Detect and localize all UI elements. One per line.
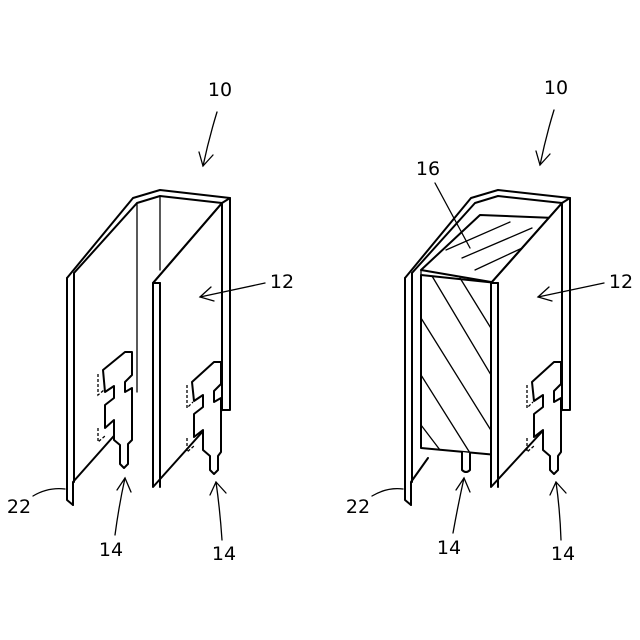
right-view: 10 16 12 14 14 22 (346, 77, 633, 565)
right-label-12: 12 (609, 271, 633, 293)
right-leader-22 (372, 489, 403, 496)
left-view: 10 12 14 14 22 (7, 79, 294, 565)
right-label-14b: 14 (551, 543, 575, 565)
left-label-14b: 14 (212, 543, 236, 565)
right-label-10: 10 (544, 77, 568, 99)
left-leader-14b (216, 482, 222, 540)
left-label-12: 12 (270, 271, 294, 293)
left-leader-22 (33, 489, 65, 496)
left-label-10: 10 (208, 79, 232, 101)
right-label-16: 16 (416, 158, 440, 180)
left-terminal-back (98, 352, 132, 468)
right-label-22: 22 (346, 496, 370, 518)
right-label-14a: 14 (437, 537, 461, 559)
right-leader-14b (556, 482, 561, 540)
left-label-14a: 14 (99, 539, 123, 561)
left-label-22: 22 (7, 496, 31, 518)
